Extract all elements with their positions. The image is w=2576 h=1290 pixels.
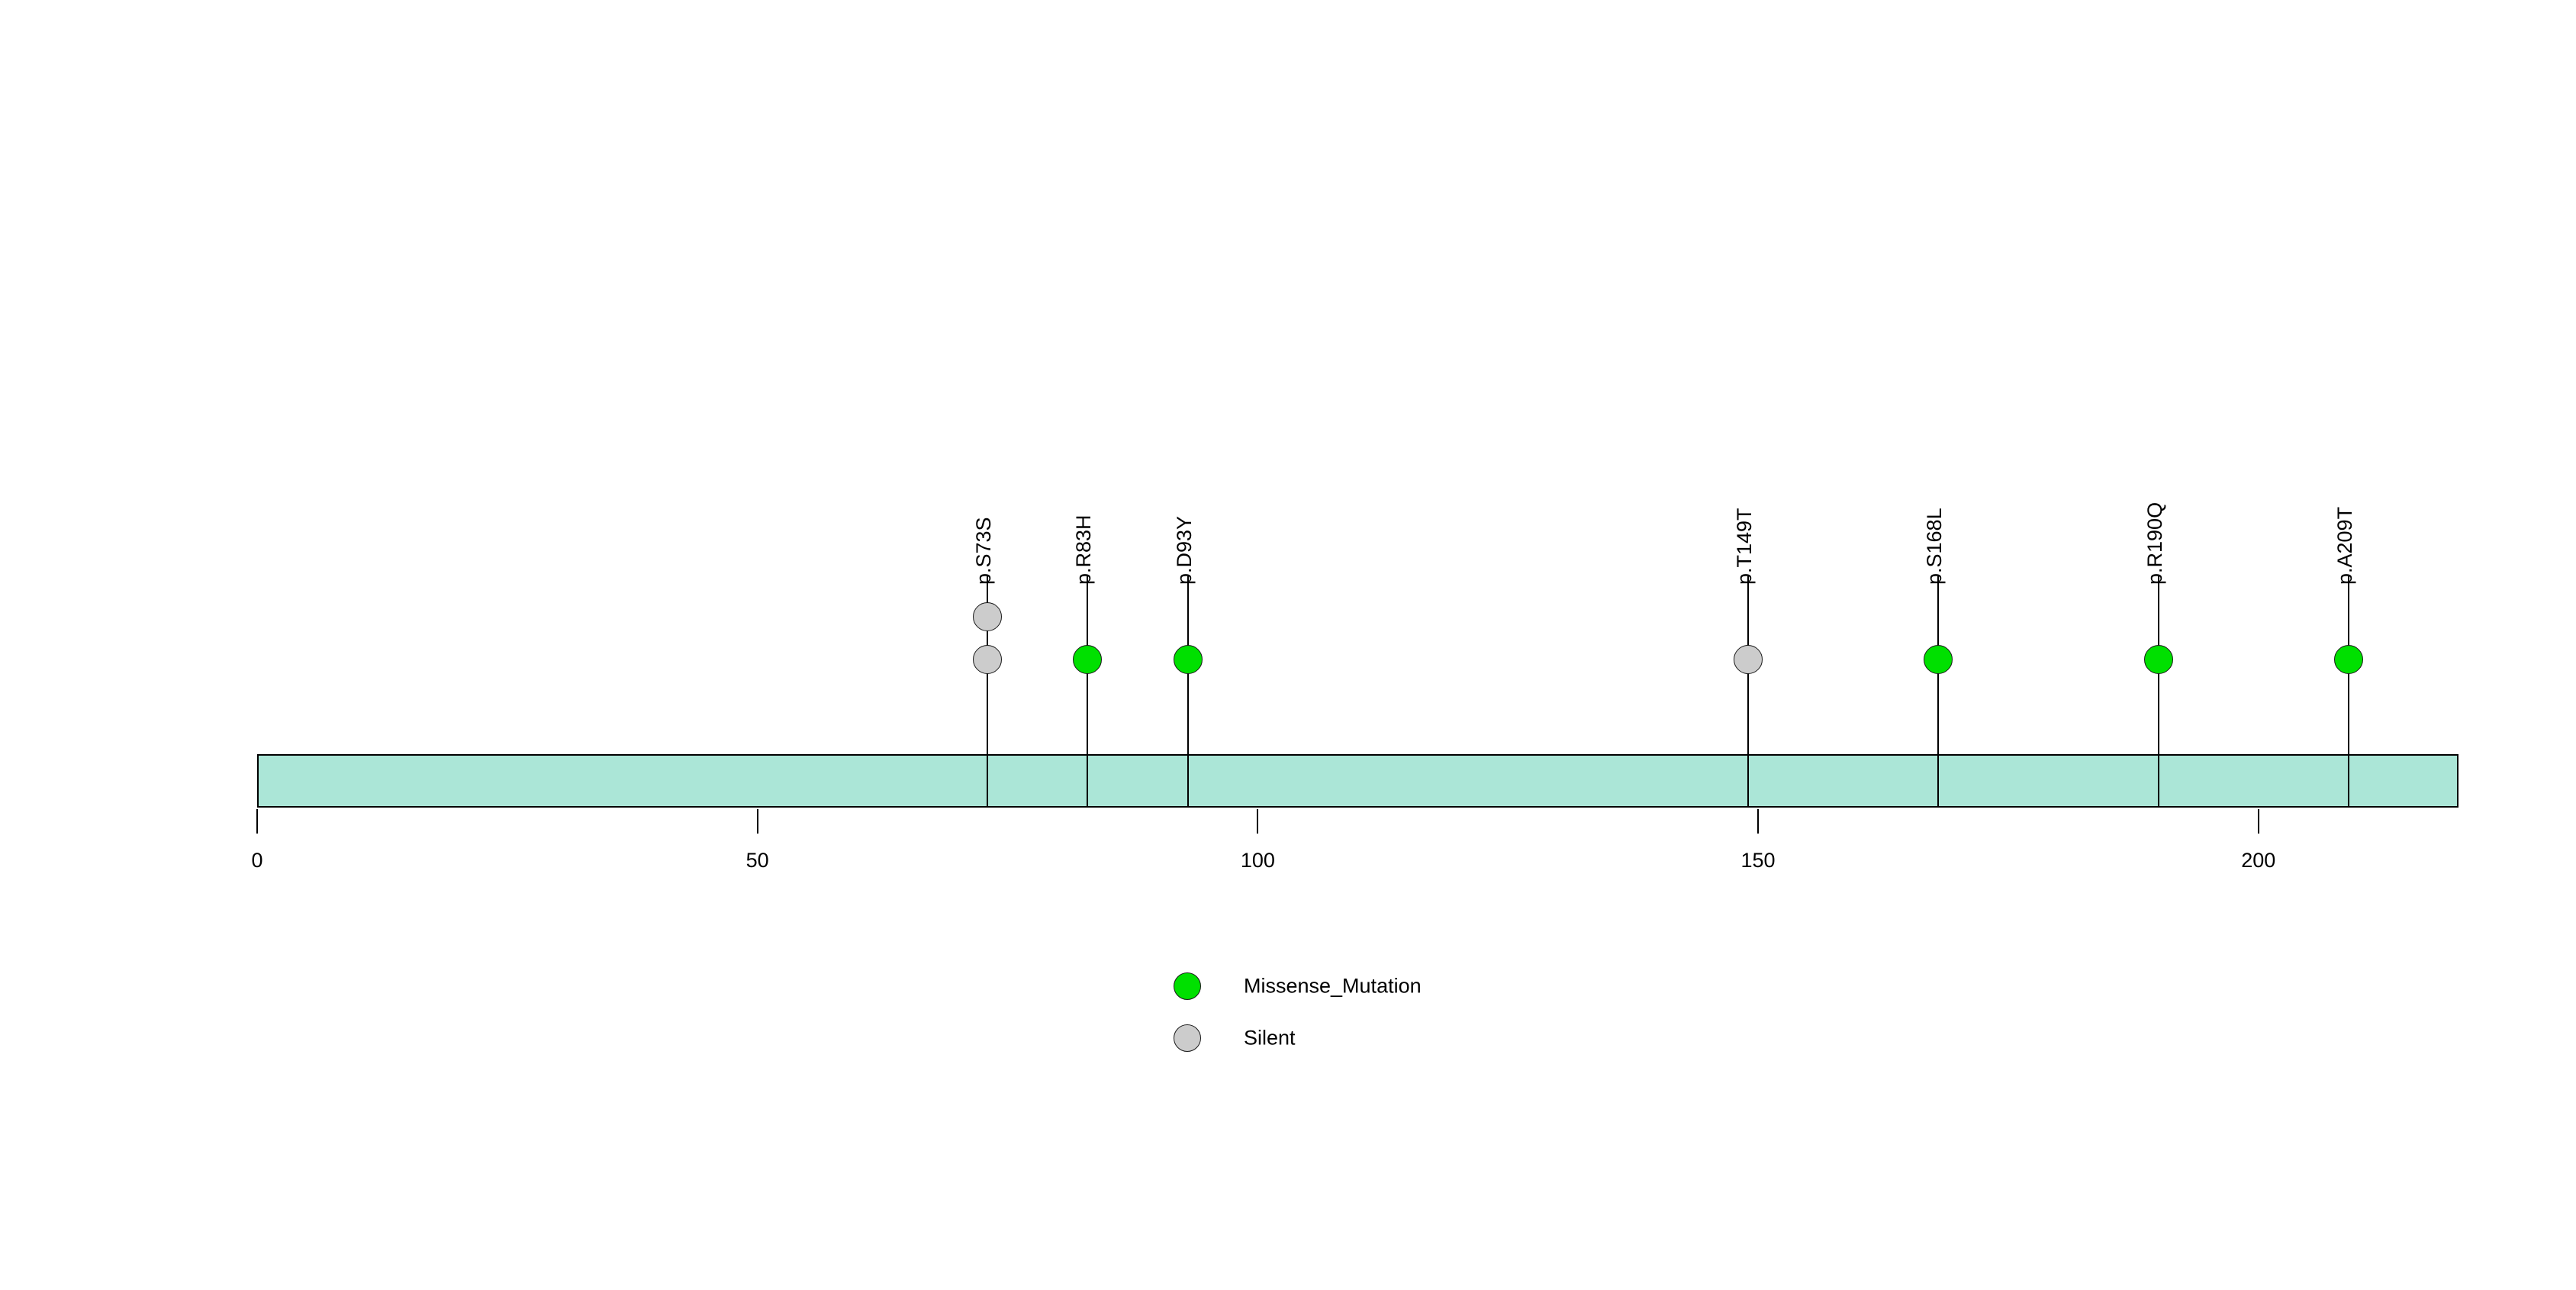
lollipop-head[interactable] <box>1733 645 1763 674</box>
lollipop-head[interactable] <box>1073 645 1103 674</box>
axis-tick-label: 50 <box>745 849 769 872</box>
lollipop-head[interactable] <box>1924 645 1953 674</box>
legend-swatch-missense_mutation <box>1174 972 1201 1000</box>
lollipop-label: p.R190Q <box>2143 501 2166 585</box>
lollipop-stem <box>1187 576 1189 808</box>
axis-tick <box>1757 809 1760 834</box>
axis-tick <box>756 809 758 834</box>
lollipop-label: p.D93Y <box>1172 515 1196 585</box>
lollipop-stem <box>987 576 989 808</box>
lollipop-stem <box>2157 576 2159 808</box>
lollipop-stem <box>2347 576 2349 808</box>
legend-label: Silent <box>1244 1026 1296 1050</box>
protein-domain-bar[interactable] <box>257 754 2458 808</box>
lollipop-head[interactable] <box>2143 645 2173 674</box>
axis-tick-label: 0 <box>251 849 263 872</box>
axis-tick-label: 200 <box>2241 849 2276 872</box>
axis-tick <box>256 809 258 834</box>
legend-swatch-silent <box>1174 1024 1201 1052</box>
axis-tick <box>2257 809 2259 834</box>
lollipop-stem <box>1937 576 1940 808</box>
lollipop-label: p.A209T <box>2333 506 2356 585</box>
axis-tick <box>1257 809 1259 834</box>
lollipop-head[interactable] <box>973 645 1003 674</box>
lollipop-head[interactable] <box>1173 645 1203 674</box>
axis-tick-label: 150 <box>1740 849 1776 872</box>
lollipop-head[interactable] <box>2333 645 2363 674</box>
lollipop-stem <box>1747 576 1749 808</box>
lollipop-label: p.S168L <box>1923 508 1946 585</box>
lollipop-head[interactable] <box>973 602 1003 631</box>
lollipop-label: p.T149T <box>1732 508 1756 585</box>
axis-tick-label: 100 <box>1240 849 1275 872</box>
lollipop-label: p.S73S <box>972 517 996 585</box>
lollipop-label: p.R83H <box>1072 514 1096 585</box>
lollipop-stem <box>1087 576 1089 808</box>
legend-label: Missense_Mutation <box>1244 974 1422 998</box>
